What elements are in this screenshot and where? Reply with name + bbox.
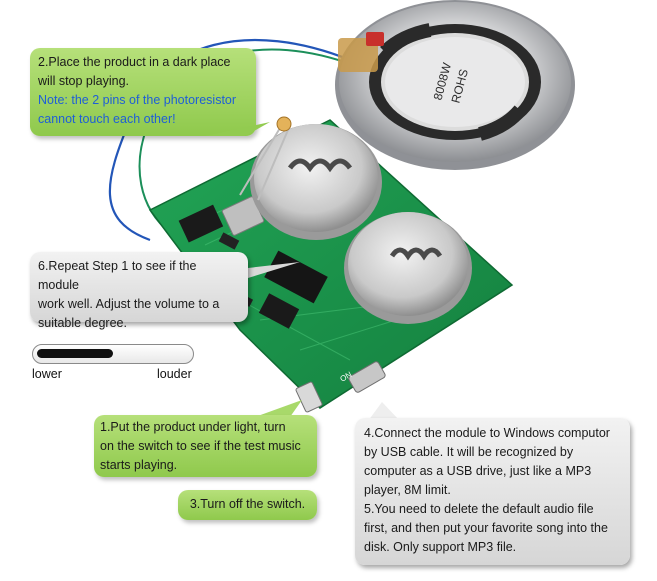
callout-step3: 3.Turn off the switch. <box>178 490 317 520</box>
volume-louder-label: louder <box>157 367 192 381</box>
ic-chip-3 <box>258 293 300 329</box>
step6-text-line1: 6.Repeat Step 1 to see if the module <box>38 259 197 292</box>
step4-text-line3: computer as a USB drive, just like a MP3 <box>364 464 592 478</box>
usb-port <box>348 361 386 393</box>
volume-lower-label: lower <box>32 367 62 381</box>
step4-text-line4: player, 8M limit. <box>364 483 451 497</box>
step5-text-line1: 5.You need to delete the default audio f… <box>364 502 594 516</box>
pcb-board: ON <box>148 119 514 413</box>
step6-text-line3: suitable degree. <box>38 316 127 330</box>
step4-text-line2: by USB cable. It will be recognized by <box>364 445 574 459</box>
step2-text-line1: 2.Place the product in a dark place <box>38 55 231 69</box>
callout-step2: 2.Place the product in a dark place will… <box>30 48 256 136</box>
callout-step6: 6.Repeat Step 1 to see if the module wor… <box>30 252 248 330</box>
step2-note-line1: Note: the 2 pins of the photoresistor <box>38 93 237 107</box>
ic-chip-1 <box>178 204 224 243</box>
step2-text-line2: will stop playing. <box>38 74 130 88</box>
callout-step1: 1.Put the product under light, turn on t… <box>94 415 317 477</box>
photoresistor <box>239 116 292 201</box>
step5-text-line2: first, and then put your favorite song i… <box>364 521 608 535</box>
battery-holder-1 <box>250 124 382 240</box>
step5-text-line3: disk. Only support MP3 file. <box>364 540 517 554</box>
callout-step4-5: 4.Connect the module to Windows computor… <box>355 418 630 565</box>
volume-slider[interactable] <box>32 344 194 364</box>
step4-text-line1: 4.Connect the module to Windows computor <box>364 426 610 440</box>
step1-text-line3: starts playing. <box>100 458 178 472</box>
step1-text-line1: 1.Put the product under light, turn <box>100 420 286 434</box>
step6-text-line2: work well. Adjust the volume to a <box>38 297 220 311</box>
step1-text-line2: on the switch to see if the test music <box>100 439 301 453</box>
battery-holder-2 <box>344 212 472 324</box>
step2-note-line2: cannot touch each other! <box>38 112 176 126</box>
step3-text: 3.Turn off the switch. <box>189 497 306 511</box>
speaker: 8008W ROHS <box>335 0 575 170</box>
volume-level-fill <box>37 349 113 358</box>
